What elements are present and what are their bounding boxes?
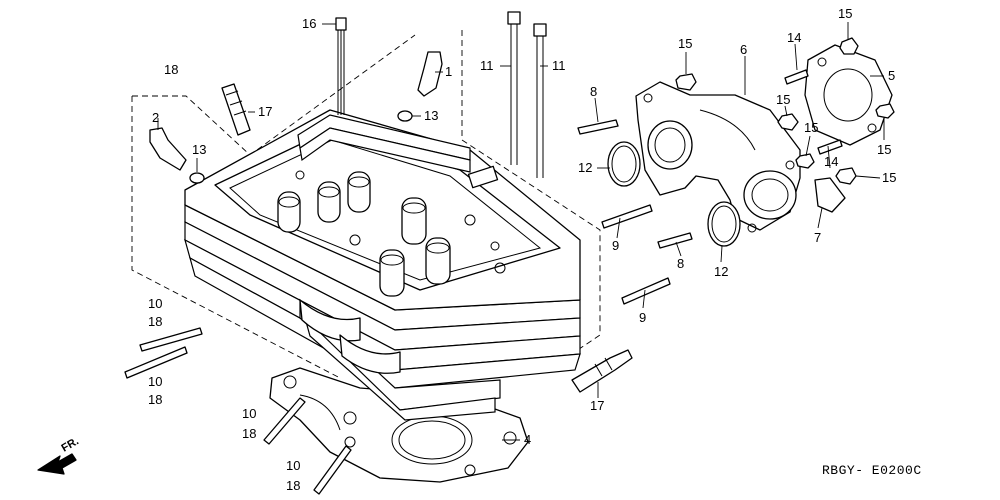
label-13-right: 13 bbox=[424, 108, 438, 123]
insulator-plate bbox=[804, 44, 893, 146]
label-15-e: 15 bbox=[877, 142, 891, 157]
label-18-c: 18 bbox=[148, 392, 162, 407]
label-14-bottom: 14 bbox=[824, 154, 838, 169]
intake-manifold bbox=[635, 81, 801, 233]
label-15-c: 15 bbox=[776, 92, 790, 107]
label-14-top: 14 bbox=[787, 30, 801, 45]
label-12-top: 12 bbox=[578, 160, 592, 175]
label-17-bottom: 17 bbox=[590, 398, 604, 413]
diagram-code: RBGY- E0200C bbox=[822, 463, 922, 478]
label-9-top: 9 bbox=[612, 238, 619, 253]
label-15-f: 15 bbox=[882, 170, 896, 185]
leader-lines bbox=[157, 22, 885, 441]
assembly-boundary bbox=[131, 30, 601, 379]
label-18-d: 18 bbox=[242, 426, 256, 441]
o-ring-lower-inner bbox=[711, 205, 737, 243]
label-8-bottom: 8 bbox=[677, 256, 684, 271]
front-marker-label: FR. bbox=[60, 435, 81, 454]
label-15-a: 15 bbox=[678, 36, 692, 51]
o-ring-upper bbox=[607, 141, 641, 187]
label-4: 4 bbox=[524, 432, 531, 447]
part-labels: 16 18 1 2 17 13 13 11 11 15 6 14 15 5 8 … bbox=[60, 6, 922, 493]
cylinder-head bbox=[184, 109, 581, 421]
label-7: 7 bbox=[814, 230, 821, 245]
label-5: 5 bbox=[888, 68, 895, 83]
o-ring-upper-inner bbox=[611, 145, 637, 183]
label-16: 16 bbox=[302, 16, 316, 31]
label-10-c: 10 bbox=[242, 406, 256, 421]
label-10-b: 10 bbox=[148, 374, 162, 389]
label-11-right: 11 bbox=[552, 58, 566, 73]
label-1: 1 bbox=[445, 64, 452, 79]
label-13-left: 13 bbox=[192, 142, 206, 157]
label-9-bottom: 9 bbox=[639, 310, 646, 325]
label-18-e: 18 bbox=[286, 478, 300, 493]
label-6: 6 bbox=[740, 42, 747, 57]
front-direction-arrow bbox=[37, 453, 77, 475]
label-11-left: 11 bbox=[480, 58, 494, 73]
label-15-d: 15 bbox=[804, 120, 818, 135]
label-15-b: 15 bbox=[838, 6, 852, 21]
bracket bbox=[814, 177, 846, 213]
label-18-b: 18 bbox=[148, 314, 162, 329]
label-2: 2 bbox=[152, 110, 159, 125]
label-18-top: 18 bbox=[164, 62, 178, 77]
label-10-d: 10 bbox=[286, 458, 300, 473]
label-12-bottom: 12 bbox=[714, 264, 728, 279]
label-10-a: 10 bbox=[148, 296, 162, 311]
fasteners bbox=[124, 11, 895, 495]
label-8-top: 8 bbox=[590, 84, 597, 99]
label-17-top: 17 bbox=[258, 104, 272, 119]
o-ring-lower bbox=[707, 201, 741, 247]
